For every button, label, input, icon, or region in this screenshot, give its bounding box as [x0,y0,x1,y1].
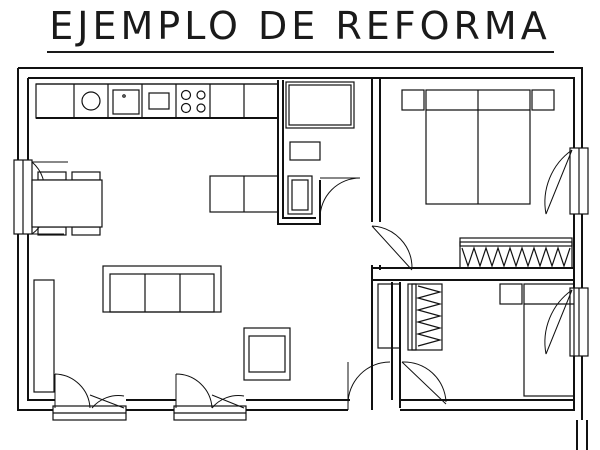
plan-title: EJEMPLO DE REFORMA [49,4,551,48]
kitchen-island [209,175,279,213]
double-bed [401,89,555,205]
dining-table [31,171,103,236]
wardrobe [459,237,573,269]
wardrobe-small [407,283,443,351]
door-swings [31,149,573,410]
desk [377,283,401,349]
armchair [243,327,291,381]
bathroom-fixtures [285,81,355,215]
single-bed [499,283,575,397]
title-underline [47,51,554,53]
kitchen-counter [35,83,279,119]
sofa [102,265,222,313]
tv-unit [33,279,55,393]
